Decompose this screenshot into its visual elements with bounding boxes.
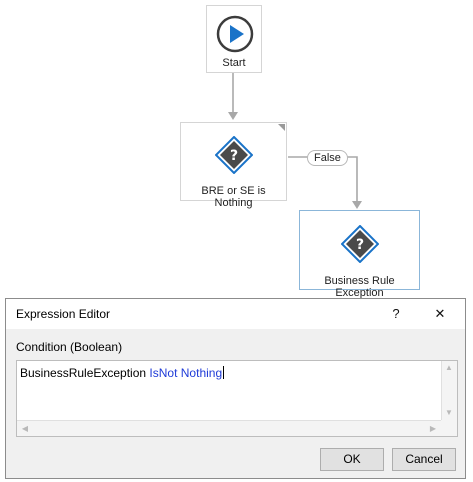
decision-activity[interactable]: ? BRE or SE is Nothing [180, 122, 287, 209]
help-button[interactable]: ? [392, 306, 400, 321]
scroll-right-icon[interactable]: ▶ [429, 424, 437, 433]
svg-text:?: ? [356, 237, 364, 253]
condition-label: Condition (Boolean) [16, 340, 123, 354]
scroll-left-icon[interactable]: ◀ [21, 424, 29, 433]
dialog-titlebar: Expression Editor ? ✕ [6, 299, 465, 329]
collapse-corner-icon [278, 124, 285, 131]
ok-button[interactable]: OK [320, 448, 384, 471]
question-diamond-icon: ? [341, 225, 379, 263]
scroll-down-icon[interactable]: ▼ [445, 408, 453, 417]
expression-input[interactable]: BusinessRuleException IsNot Nothing ▲ ▼ … [16, 360, 458, 437]
dialog-title: Expression Editor [16, 307, 111, 321]
business-rule-exception-activity[interactable]: ? Business Rule Exception [299, 210, 420, 299]
scroll-up-icon[interactable]: ▲ [445, 363, 453, 372]
svg-text:?: ? [230, 148, 238, 164]
false-branch-label: False [307, 150, 348, 166]
decision-label: BRE or SE is Nothing [201, 185, 266, 209]
start-activity[interactable]: Start [206, 5, 262, 73]
text-caret [223, 366, 225, 379]
start-label: Start [222, 57, 246, 69]
play-icon [216, 15, 254, 53]
cancel-button[interactable]: Cancel [392, 448, 456, 471]
horizontal-scrollbar[interactable]: ◀ ▶ [17, 420, 441, 436]
expression-editor-dialog: Expression Editor ? ✕ Condition (Boolean… [5, 298, 466, 479]
expression-identifier: BusinessRuleException [20, 366, 147, 380]
expression-text: BusinessRuleException IsNot Nothing [20, 366, 225, 380]
exception-label: Business Rule Exception [324, 275, 395, 299]
close-button[interactable]: ✕ [434, 306, 446, 321]
scrollbar-corner [441, 420, 457, 436]
expression-keyword: IsNot Nothing [149, 366, 223, 380]
vertical-scrollbar[interactable]: ▲ ▼ [441, 361, 457, 420]
question-diamond-icon: ? [215, 136, 253, 174]
